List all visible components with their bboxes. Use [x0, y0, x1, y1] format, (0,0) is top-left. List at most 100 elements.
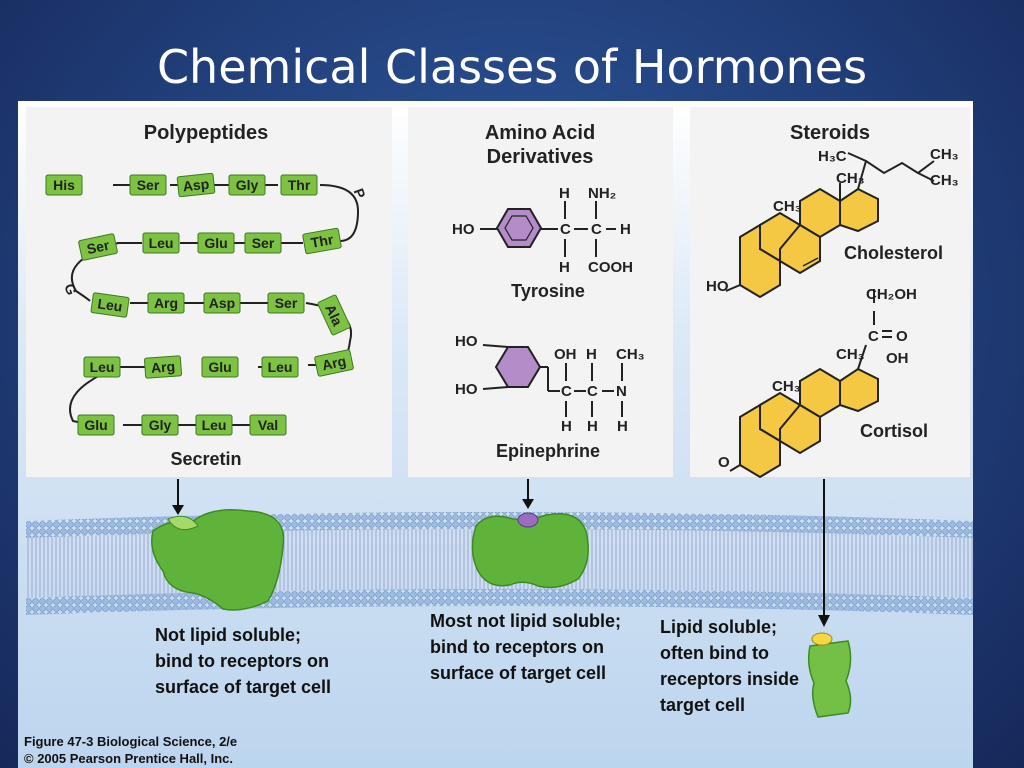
surface-receptor-2: [471, 512, 589, 589]
amino-acid-bead-label: Glu: [208, 359, 231, 375]
polypeptides-heading: Polypeptides: [144, 122, 268, 144]
figure-credit-1: Figure 47-3 Biological Science, 2/e: [24, 734, 237, 749]
amino-acid-heading-1: Amino Acid: [485, 122, 595, 144]
tyrosine-c2: C: [591, 221, 602, 238]
slide-title: Chemical Classes of Hormones: [156, 40, 868, 94]
amino-acid-bead: Gly: [228, 174, 266, 196]
turn-label-g: G: [61, 281, 80, 297]
amino-acid-bead: Ser: [267, 292, 305, 314]
amino-acid-bead-label: Ser: [137, 177, 160, 193]
tyrosine-h-bottom: H: [559, 259, 570, 276]
amino-acid-bead: Leu: [195, 414, 233, 436]
amino-acid-bead: Asp: [203, 292, 241, 314]
arrow-steroid-head: [818, 615, 830, 627]
steroids-heading: Steroids: [790, 122, 870, 144]
amino-acid-bead-label: Glu: [204, 235, 227, 251]
amino-acid-bead: Leu: [142, 232, 180, 254]
amino-acid-bead: Asp: [176, 172, 216, 198]
steroids-note-1: Lipid soluble;: [660, 617, 777, 637]
cholesterol-ho: HO: [706, 278, 729, 295]
amino-acid-bead: Glu: [197, 232, 235, 254]
amino-acid-note-1: Most not lipid soluble;: [430, 611, 621, 631]
tyrosine-h-right: H: [620, 221, 631, 238]
amino-acid-heading-2: Derivatives: [487, 146, 594, 168]
cholesterol-ch3-left: CH₃: [773, 198, 802, 215]
steroids-note-2: often bind to: [660, 643, 769, 663]
amino-acid-note-2: bind to receptors on: [430, 637, 604, 657]
amino-acid-bead-label: Asp: [182, 176, 210, 195]
amino-acid-bead: Ser: [78, 233, 118, 261]
amino-acid-bead-label: Leu: [202, 417, 227, 433]
arrow-epinephrine-head: [522, 499, 534, 509]
secretin-label: Secretin: [170, 449, 241, 469]
tyrosine-h-top: H: [559, 185, 570, 202]
amino-acid-bead-label: Leu: [97, 295, 124, 314]
epinephrine-c1: C: [561, 383, 572, 400]
cholesterol-ch3-tail-2: CH₃: [930, 172, 959, 189]
epinephrine-h-3: H: [617, 418, 628, 435]
amino-acid-bead: Ser: [129, 174, 167, 196]
amino-acid-note-3: surface of target cell: [430, 663, 606, 683]
epinephrine-c2: C: [587, 383, 598, 400]
cholesterol-structure: [725, 152, 935, 299]
amino-acid-bead: Arg: [147, 292, 185, 314]
amino-acid-bead-label: Arg: [321, 353, 348, 374]
tyrosine-label: Tyrosine: [511, 281, 585, 301]
epinephrine-n: N: [616, 383, 627, 400]
amino-acid-bead: Ser: [244, 232, 282, 254]
tyrosine-nh2: NH₂: [588, 185, 616, 202]
cholesterol-ch3-ring: CH₃: [836, 170, 865, 187]
amino-acid-bead: Glu: [77, 414, 115, 436]
cortisol-o-carbonyl: O: [896, 328, 908, 345]
tyrosine-c1: C: [560, 221, 571, 238]
amino-acid-panel: [408, 107, 673, 477]
cortisol-ch3-left: CH₃: [772, 378, 801, 395]
epinephrine-ho-1: HO: [455, 333, 478, 350]
amino-acid-bead: Gly: [141, 414, 179, 436]
amino-acid-bead: Thr: [280, 174, 318, 196]
polypeptides-note-3: surface of target cell: [155, 677, 331, 697]
cortisol-label: Cortisol: [860, 421, 928, 441]
steroids-note-4: target cell: [660, 695, 745, 715]
amino-acid-bead-label: Glu: [84, 417, 107, 433]
amino-acid-bead-label: Arg: [154, 295, 178, 311]
amino-acid-bead: Ala: [317, 294, 351, 336]
cortisol-ch2oh: CH₂OH: [866, 286, 917, 303]
amino-acid-bead-label: Leu: [90, 359, 115, 375]
amino-acid-bead-label: Ser: [252, 235, 275, 251]
tyrosine-structure: [480, 201, 616, 257]
epinephrine-ho-2: HO: [455, 381, 478, 398]
arrow-secretin-head: [172, 505, 184, 515]
amino-acid-bead-label: Ser: [85, 237, 111, 257]
internal-receptor: [807, 632, 852, 718]
amino-acid-bead: Glu: [201, 356, 239, 378]
cholesterol-ch3-tail-1: CH₃: [930, 146, 959, 163]
surface-receptor-1: [151, 509, 285, 611]
epinephrine-structure: [482, 344, 623, 417]
epinephrine-h-1: H: [561, 418, 572, 435]
amino-acid-bead: Leu: [83, 356, 121, 378]
cholesterol-label: Cholesterol: [844, 243, 943, 263]
amino-acid-bead-label: Val: [258, 417, 278, 433]
amino-acid-bead-label: Thr: [310, 231, 336, 251]
amino-acid-bead-label: Asp: [209, 295, 235, 311]
amino-acid-bead: Arg: [314, 349, 354, 377]
amino-acid-bead: Leu: [90, 292, 130, 318]
amino-acid-bead-label: Thr: [288, 177, 311, 193]
amino-acid-bead: Val: [249, 414, 287, 436]
cholesterol-h3c: H₃C: [818, 148, 847, 165]
figure-credit-2: © 2005 Pearson Prentice Hall, Inc.: [24, 751, 233, 766]
tyrosine-ho: HO: [452, 221, 475, 238]
cortisol-o-ketone: O: [718, 454, 730, 471]
cortisol-ch3-ring: CH₃: [836, 346, 865, 363]
tyrosine-cooh: COOH: [588, 259, 633, 276]
amino-acid-bead-label: Ser: [275, 295, 298, 311]
cortisol-c: C: [868, 328, 879, 345]
amino-acid-bead: His: [45, 174, 83, 196]
polypeptides-note-1: Not lipid soluble;: [155, 625, 301, 645]
epinephrine-h-top: H: [586, 346, 597, 363]
amino-acid-bead: Arg: [143, 355, 183, 379]
